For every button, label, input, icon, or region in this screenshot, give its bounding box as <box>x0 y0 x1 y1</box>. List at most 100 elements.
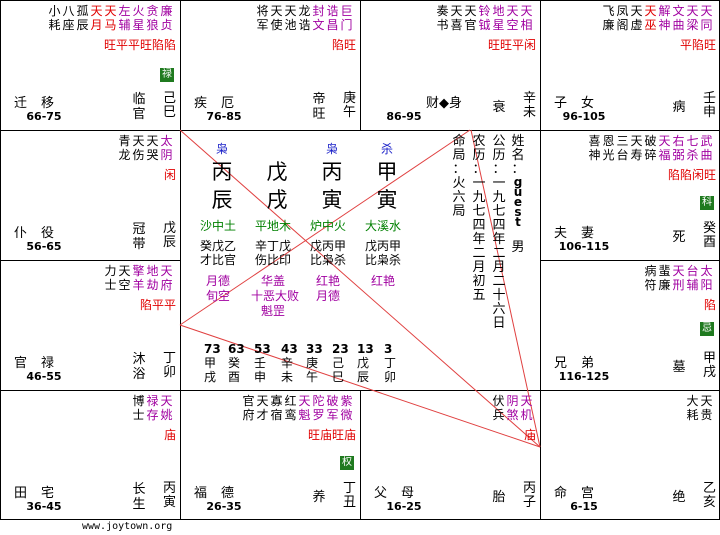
star-column: 天福 <box>658 134 671 162</box>
ganzhi: 丁丑 <box>343 481 357 510</box>
luck-stem: 庚 <box>306 356 319 370</box>
shensha: 十恶大败 <box>251 289 300 303</box>
star-column: 天空 <box>506 4 519 32</box>
star-column: 天喜 <box>450 4 463 32</box>
life-stage: 胎 <box>482 490 516 505</box>
star-column: 火星 <box>132 4 145 32</box>
star-column: 天贵 <box>700 394 713 422</box>
luck-age: 23 <box>332 342 349 356</box>
life-stage-line: 养 <box>312 490 326 505</box>
palace-age-range: 66-75 <box>26 110 62 123</box>
luck-stem: 甲 <box>204 356 217 370</box>
star-column: 破碎 <box>644 134 657 162</box>
ganzhi: 癸酉 <box>703 221 717 250</box>
life-stage: 死 <box>662 230 696 245</box>
palace-name: 田宅 <box>14 486 69 501</box>
luck-branch: 巳 <box>332 370 345 384</box>
luck-stem: 辛 <box>281 356 294 370</box>
hidden-stems: 戊丙甲 <box>365 239 402 253</box>
palace-age-range: 76-85 <box>206 110 242 123</box>
luck-stem: 丁 <box>384 356 397 370</box>
palace-name: 财◆身 <box>426 96 462 111</box>
brightness-status: 陷 <box>703 298 716 312</box>
pillar-branch: 寅 <box>321 188 343 212</box>
star-column: 红鸾 <box>284 394 297 422</box>
star-column: 大耗 <box>686 394 699 422</box>
ganzhi: 甲戌 <box>703 351 717 380</box>
star-column: 恩光 <box>602 134 615 162</box>
star-column: 天同 <box>700 4 713 32</box>
palace-age-range: 86-95 <box>386 110 422 123</box>
pillar-branch: 寅 <box>376 188 398 212</box>
luck-age: 43 <box>281 342 298 356</box>
star-column: 伏兵 <box>492 394 505 422</box>
life-stage: 冠带 <box>122 222 156 252</box>
star-column: 陀罗 <box>312 394 325 422</box>
life-stage: 绝 <box>662 490 696 505</box>
nayin: 大溪水 <box>365 219 402 233</box>
star-column: 地劫 <box>146 264 159 292</box>
luck-branch: 卯 <box>384 370 397 384</box>
palace-age-range: 96-105 <box>562 110 606 123</box>
palace-name: 福德 <box>194 486 249 501</box>
life-stage-line: 胎 <box>492 490 506 505</box>
luck-branch: 辰 <box>357 370 370 384</box>
star-column: 天池 <box>284 4 297 32</box>
life-stage: 长生 <box>122 482 156 512</box>
star-column: 博士 <box>132 394 145 422</box>
luck-branch: 酉 <box>228 370 241 384</box>
ganzhi: 己巳 <box>163 91 177 120</box>
hidden-shishen: 比枭杀 <box>365 253 402 267</box>
brightness-status: 平陷旺 <box>679 38 716 52</box>
pillar-stem: 甲 <box>376 160 398 184</box>
star-column: 将军 <box>256 4 269 32</box>
shishen-top: 枭 <box>216 142 229 156</box>
star-column: 天府 <box>160 264 173 292</box>
luck-stem: 癸 <box>228 356 241 370</box>
nayin: 平地木 <box>255 219 292 233</box>
star-column: 禄存 <box>146 394 159 422</box>
ganzhi: 丙寅 <box>163 481 177 510</box>
ganzhi: 戊辰 <box>163 221 177 250</box>
palace-name: 子女 <box>554 96 609 111</box>
palace-name: 迁移 <box>14 96 69 111</box>
nayin: 沙中土 <box>200 219 237 233</box>
shensha: 旬空 <box>206 289 231 303</box>
palace-name: 命宫 <box>554 486 609 501</box>
hidden-stems: 癸戊乙 <box>200 239 237 253</box>
star-column: 飞廉 <box>602 4 615 32</box>
life-stage: 帝旺 <box>302 92 336 122</box>
star-column: 天虚 <box>630 4 643 32</box>
life-stage-line: 长 <box>132 482 146 497</box>
palace-name: 官禄 <box>14 356 69 371</box>
palace-age-range: 116-125 <box>558 370 610 383</box>
star-column: 太阳 <box>700 264 713 292</box>
star-column: 天才 <box>256 394 269 422</box>
hidden-shishen: 比枭杀 <box>310 253 347 267</box>
shensha: 魁罡 <box>261 304 286 318</box>
transform-badge: 科 <box>700 196 714 210</box>
life-stage-line: 帝 <box>312 92 326 107</box>
brightness-status: 旺平平旺陷陷 <box>103 38 176 52</box>
palace-name: 兄弟 <box>554 356 609 371</box>
star-column: 左辅 <box>118 4 131 32</box>
info-lunar-date: 农历：一九七四年二月初五 <box>472 134 486 303</box>
palace-name: 父母 <box>374 486 429 501</box>
luck-age: 33 <box>306 342 323 356</box>
pillar-branch: 辰 <box>211 188 233 212</box>
star-column: 八座 <box>62 4 75 32</box>
star-column: 天哭 <box>146 134 159 162</box>
shensha: 月德 <box>316 289 341 303</box>
star-column: 诰昌 <box>326 4 339 32</box>
info-bureau: 命局：火六局 <box>452 134 466 219</box>
brightness-status: 陷平平 <box>139 298 176 312</box>
brightness-status: 陷陷闲旺 <box>667 168 716 182</box>
